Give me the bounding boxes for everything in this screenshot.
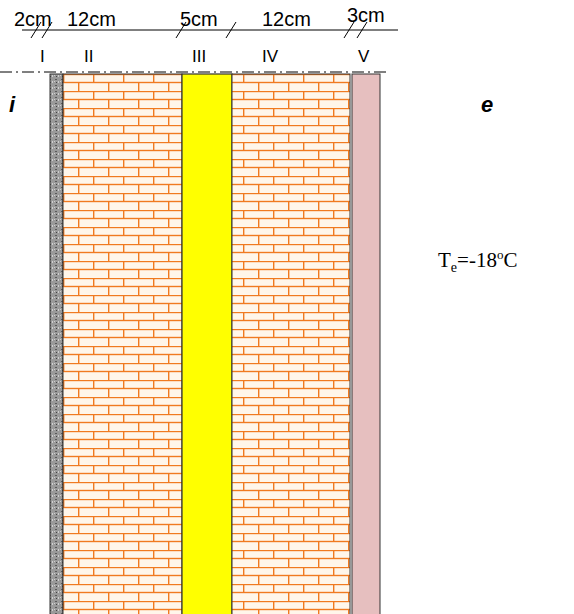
dimension-label: 5cm: [180, 9, 218, 29]
dimension-label: 2cm: [14, 9, 52, 29]
section-axis: [0, 72, 390, 73]
layer-number: IV: [262, 48, 278, 65]
brick-layer: [232, 74, 350, 614]
dimension-label: 12cm: [262, 9, 311, 29]
plaster-layer: [50, 74, 63, 614]
layer-number: I: [40, 48, 45, 65]
temperature-label: Te=-18oC: [438, 250, 517, 271]
brick-layer: [63, 74, 182, 614]
insulation-layer: [182, 74, 232, 614]
side-label: i: [9, 94, 15, 116]
dimension-label: 3cm: [347, 5, 385, 25]
layer-number: III: [192, 48, 206, 65]
facade-layer: [352, 74, 380, 614]
dimension-line: [22, 30, 398, 31]
layer-number: II: [84, 48, 93, 65]
layer-number: V: [358, 48, 369, 65]
side-label: e: [481, 94, 493, 116]
dimension-label: 12cm: [67, 9, 116, 29]
